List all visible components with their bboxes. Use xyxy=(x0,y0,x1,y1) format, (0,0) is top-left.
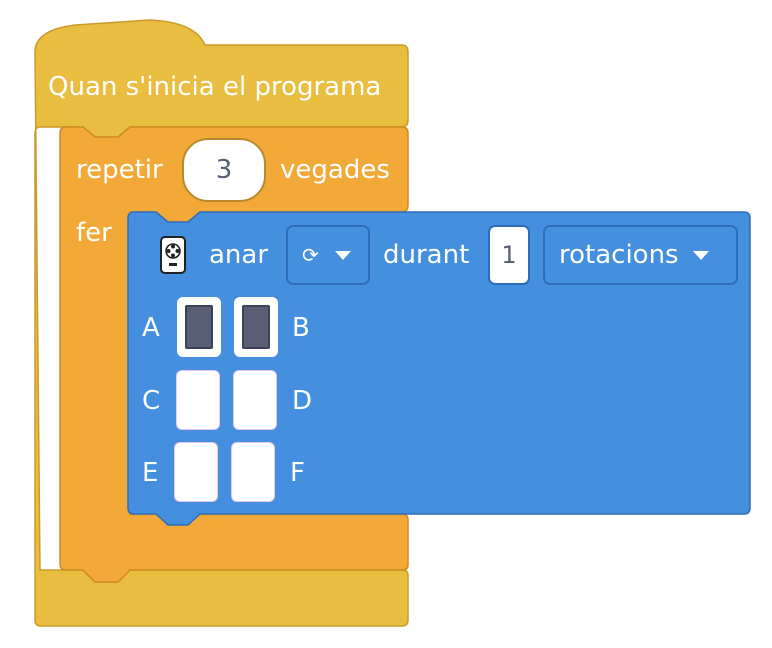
during-label: durant xyxy=(383,240,470,270)
rotation-amount-input[interactable]: 1 xyxy=(488,225,530,285)
port-d-toggle[interactable] xyxy=(233,370,277,430)
port-f-toggle[interactable] xyxy=(231,442,275,502)
repeat-count-value: 3 xyxy=(215,155,233,185)
repeat-count-input[interactable]: 3 xyxy=(182,138,266,202)
port-label-a: A xyxy=(142,313,160,343)
repeat-label: repetir xyxy=(76,155,163,185)
port-e-toggle[interactable] xyxy=(174,442,218,502)
port-a-toggle[interactable] xyxy=(177,297,221,357)
do-label: fer xyxy=(76,218,112,248)
port-c-toggle[interactable] xyxy=(176,370,220,430)
times-label: vegades xyxy=(280,155,390,185)
motor-block-shape[interactable] xyxy=(127,211,751,526)
chevron-down-icon xyxy=(692,250,709,260)
port-label-e: E xyxy=(142,458,159,488)
chevron-down-icon xyxy=(334,250,351,260)
rotate-clockwise-icon: ⟳ xyxy=(302,243,319,267)
port-label-d: D xyxy=(292,386,313,416)
port-label-b: B xyxy=(292,313,310,343)
hat-block-shape[interactable] xyxy=(34,19,409,627)
motor-verb-label: anar xyxy=(209,240,269,270)
unit-dropdown[interactable]: rotacions xyxy=(543,225,738,285)
port-b-toggle[interactable] xyxy=(234,297,278,357)
port-label-c: C xyxy=(142,386,161,416)
robot-board-icon xyxy=(160,236,186,274)
direction-dropdown[interactable]: ⟳ xyxy=(286,225,370,285)
unit-value: rotacions xyxy=(559,240,679,270)
port-label-f: F xyxy=(290,458,305,488)
rotation-amount-value: 1 xyxy=(501,241,517,269)
hat-block-label: Quan s'inicia el programa xyxy=(48,72,382,102)
